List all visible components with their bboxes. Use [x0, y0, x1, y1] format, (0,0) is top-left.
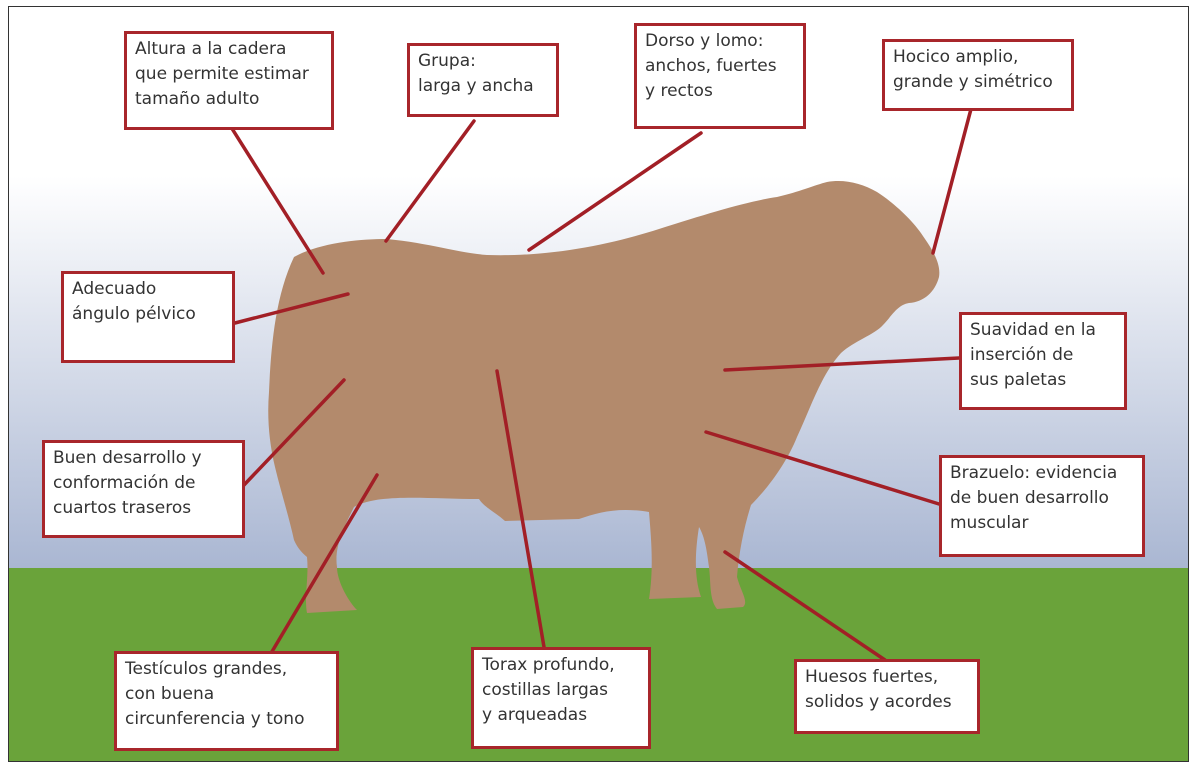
label-altura: Altura a la cadera que permite estimar t…: [124, 31, 334, 130]
label-torax: Torax profundo, costillas largas y arque…: [471, 647, 651, 749]
label-brazuelo: Brazuelo: evidencia de buen desarrollo m…: [939, 455, 1145, 557]
diagram-scene: Altura a la cadera que permite estimar t…: [8, 6, 1189, 762]
label-suavidad: Suavidad en la inserción de sus paletas: [959, 312, 1127, 410]
label-hocico: Hocico amplio, grande y simétrico: [882, 39, 1074, 111]
label-angulo: Adecuado ángulo pélvico: [61, 271, 235, 363]
label-cuartos: Buen desarrollo y conformación de cuarto…: [42, 440, 245, 538]
label-grupa: Grupa: larga y ancha: [407, 43, 559, 117]
label-testiculos: Testículos grandes, con buena circunfere…: [114, 651, 339, 751]
label-huesos: Huesos fuertes, solidos y acordes: [794, 659, 980, 734]
label-dorso: Dorso y lomo: anchos, fuertes y rectos: [634, 23, 806, 129]
